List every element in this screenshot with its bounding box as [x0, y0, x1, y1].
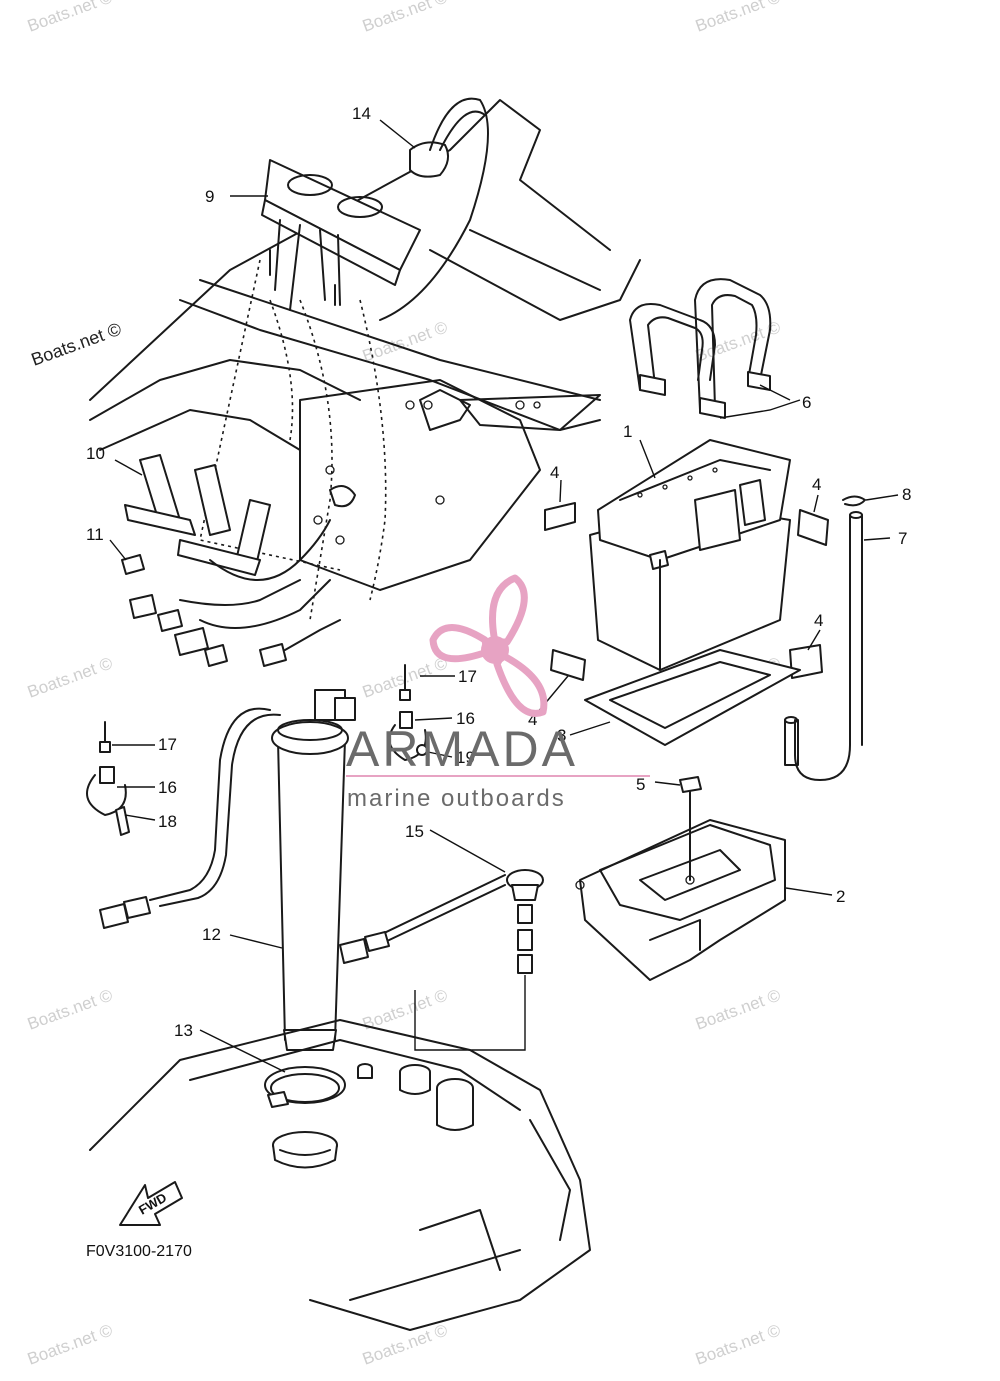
armada-brand-overlay: ARMADA marine outboards [346, 574, 650, 812]
callout-13: 13 [174, 1021, 193, 1040]
part-12-fuel-pump [99, 689, 356, 1051]
hull-frame-top [89, 99, 641, 621]
watermark: Boats.net © [25, 985, 116, 1033]
callout-2: 2 [836, 887, 845, 906]
callout-16: 16 [456, 709, 475, 728]
callout-17: 17 [158, 735, 177, 754]
callout-4: 4 [812, 475, 821, 494]
watermark: Boats.net © [25, 0, 116, 36]
callout-9: 9 [205, 187, 214, 206]
callout-8: 8 [902, 485, 911, 504]
watermark: Boats.net © [25, 1320, 116, 1368]
callout-19: 19 [456, 748, 475, 767]
propeller-logo-icon [429, 574, 548, 717]
part-3-mat [584, 649, 801, 746]
watermark: Boats.net © [360, 0, 451, 36]
part-4-pads [544, 502, 829, 681]
part-11-clip [121, 554, 145, 575]
callout-10: 10 [86, 444, 105, 463]
callout-11: 11 [86, 525, 104, 544]
callout-4: 4 [550, 463, 559, 482]
callout-7: 7 [898, 529, 907, 548]
part-16-clamp [86, 711, 427, 816]
callout-3: 3 [557, 726, 566, 745]
watermark-dark: Boats.net © [29, 319, 124, 370]
part-6-battery-straps [629, 278, 772, 419]
watermark: Boats.net © [693, 985, 784, 1033]
part-8-clamp [842, 495, 866, 507]
brand-name: ARMADA [346, 721, 578, 777]
watermark: Boats.net © [693, 1320, 784, 1368]
fuel-tank [89, 1019, 591, 1331]
callout-18: 18 [158, 812, 177, 831]
callout-6: 6 [802, 393, 811, 412]
watermark: Boats.net © [693, 0, 784, 36]
part-9-meter-box [261, 159, 421, 311]
part-17-screw [99, 664, 411, 753]
callout-17: 17 [458, 667, 477, 686]
callout-5: 5 [636, 775, 645, 794]
part-7-vent-tube [784, 511, 863, 781]
callout-14: 14 [352, 104, 371, 123]
callout-16: 16 [158, 778, 177, 797]
part-10-wire-harness [124, 454, 341, 667]
watermark: Boats.net © [360, 985, 451, 1033]
callout-4: 4 [528, 710, 537, 729]
part-2-battery-box [575, 819, 786, 981]
callout-12: 12 [202, 925, 221, 944]
part-13-hose-clamp [264, 1066, 346, 1108]
part-14-grommet [379, 97, 489, 321]
part-15-sender [339, 869, 544, 1051]
part-1-battery [589, 439, 791, 671]
fwd-arrow-icon: FWD [119, 1181, 183, 1226]
callouts: 1 2 3 4 4 4 4 5 6 7 8 9 10 11 12 13 14 1… [86, 104, 911, 1040]
drawing-code: F0V3100-2170 [86, 1243, 192, 1260]
callout-4: 4 [814, 611, 823, 630]
leader-lines [109, 119, 899, 1073]
brand-tagline: marine outboards [347, 785, 566, 812]
callout-15: 15 [405, 822, 424, 841]
watermark: Boats.net © [25, 653, 116, 701]
part-5-bolt [679, 776, 702, 881]
part-19-nut [416, 744, 428, 756]
callout-1: 1 [623, 422, 632, 441]
part-18-tie [115, 806, 130, 836]
